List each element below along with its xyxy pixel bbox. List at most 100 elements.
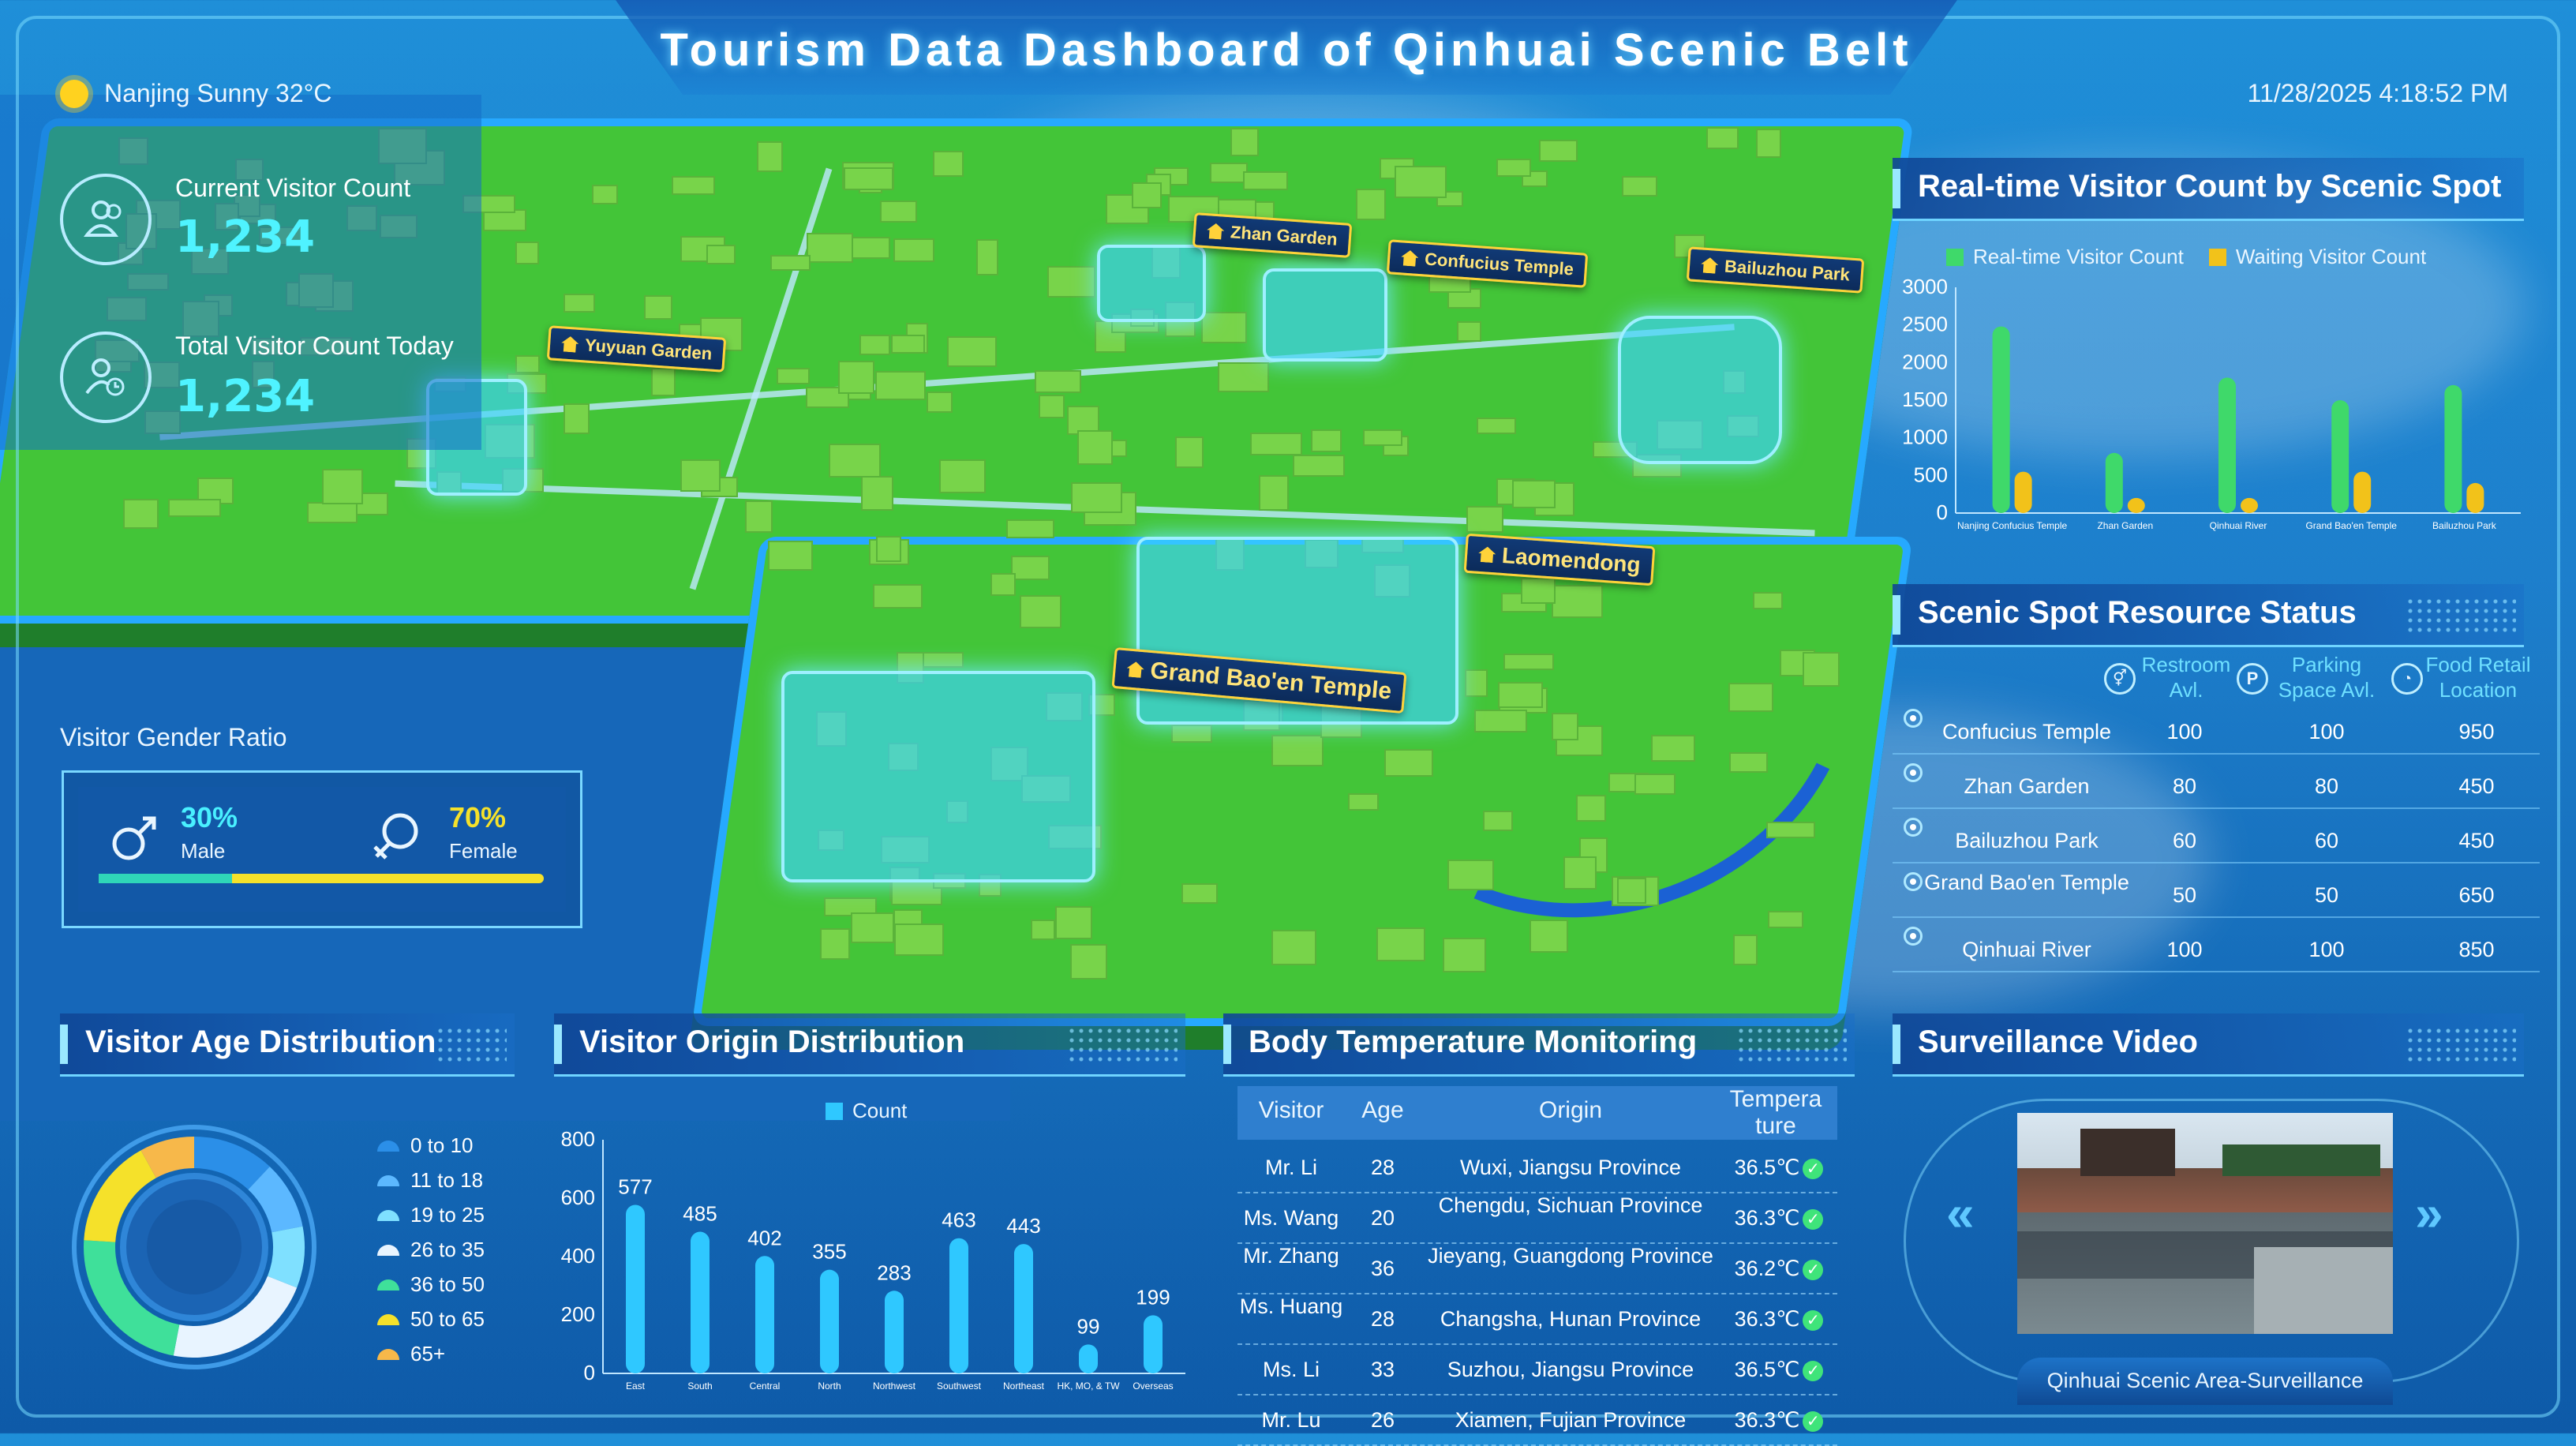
- pin-icon: [1207, 223, 1225, 239]
- gender-inner: 30% Male 70% Female: [78, 787, 566, 912]
- resource-restroom: 60: [2172, 829, 2197, 852]
- temp-col-age: Age: [1361, 1097, 1404, 1123]
- building: [850, 912, 894, 943]
- gender-title: Visitor Gender Ratio: [60, 723, 287, 751]
- building: [515, 242, 540, 265]
- building: [745, 500, 773, 534]
- age-legend-label: 19 to 25: [410, 1203, 485, 1227]
- temp-value: 36.5℃: [1734, 1358, 1800, 1381]
- building: [1752, 592, 1784, 609]
- origin-header: Visitor Origin Distribution: [554, 1013, 1185, 1077]
- temp-value: 36.3℃: [1734, 1307, 1800, 1331]
- resource-parking: 50: [2314, 883, 2339, 907]
- building: [1201, 311, 1248, 344]
- y-tick-label: 500: [1914, 463, 1948, 486]
- legend-swatch: [377, 1313, 399, 1325]
- bar-count: [1079, 1344, 1098, 1373]
- canal-wall: [2254, 1247, 2393, 1334]
- header-accent: [1223, 1025, 1231, 1064]
- origin-title: Visitor Origin Distribution: [579, 1025, 965, 1059]
- age-legend-item: 26 to 35: [377, 1238, 485, 1262]
- building: [564, 403, 590, 434]
- resource-parking: 80: [2314, 774, 2339, 798]
- building: [1218, 362, 1269, 392]
- header-accent: [1893, 1025, 1900, 1064]
- x-tick-label: North: [818, 1380, 841, 1392]
- check-icon: ✓: [1803, 1360, 1824, 1381]
- building: [1473, 709, 1528, 733]
- building: [1005, 519, 1055, 539]
- bailuzhou-area[interactable]: [1618, 316, 1782, 464]
- title-bar: [616, 0, 1957, 95]
- baoen-area[interactable]: [781, 671, 1095, 882]
- next-video-icon[interactable]: »: [2415, 1185, 2443, 1242]
- building: [1170, 724, 1213, 744]
- confucius-area[interactable]: [1263, 268, 1387, 362]
- temp-visitor-origin: Chengdu, Sichuan Province: [1438, 1193, 1703, 1217]
- resource-food: 850: [2458, 938, 2495, 961]
- building: [806, 232, 853, 263]
- building: [820, 927, 851, 960]
- legend-count-label: Count: [852, 1099, 908, 1122]
- building: [1466, 506, 1503, 534]
- legend-waiting-label: Waiting Visitor Count: [2235, 245, 2427, 268]
- col-food: Food Retail Location: [2425, 653, 2531, 702]
- building: [1465, 669, 1488, 698]
- building: [1069, 943, 1107, 980]
- building: [860, 476, 894, 511]
- temp-visitor-origin: Changsha, Hunan Province: [1440, 1307, 1702, 1331]
- temp-col-visitor: Visitor: [1258, 1097, 1324, 1123]
- bar-count: [949, 1238, 968, 1373]
- zhan-area[interactable]: [1097, 245, 1206, 322]
- x-tick-label: Overseas: [1133, 1380, 1173, 1392]
- building: [1765, 821, 1815, 838]
- building: [1039, 395, 1065, 419]
- today-visitor-stat: [60, 332, 152, 423]
- building: [1035, 370, 1081, 394]
- bar-count: [755, 1256, 774, 1373]
- y-tick-label: 0: [584, 1361, 595, 1384]
- current-visitor-stat: [60, 174, 152, 265]
- bar-value-label: 355: [812, 1240, 846, 1264]
- building: [1071, 482, 1122, 513]
- building: [1497, 682, 1544, 708]
- female-percent: 70%: [449, 801, 507, 834]
- x-tick-label: Northeast: [1003, 1380, 1045, 1392]
- check-icon: ✓: [1803, 1259, 1824, 1280]
- y-tick-label: 600: [561, 1186, 595, 1209]
- building: [933, 151, 964, 177]
- prev-video-icon[interactable]: «: [1946, 1185, 1975, 1242]
- bar-waiting-visitor-count: [2127, 497, 2145, 513]
- x-tick-label: Qinhuai River: [2210, 520, 2267, 531]
- building: [879, 200, 918, 223]
- building: [1383, 749, 1434, 777]
- donut-slice: [194, 1137, 270, 1190]
- resource-spot-name: Zhan Garden: [1964, 774, 2090, 798]
- building: [1616, 877, 1646, 904]
- resource-food: 650: [2458, 883, 2495, 907]
- building: [1496, 159, 1532, 178]
- donut-slice: [267, 1226, 305, 1288]
- temp-visitor-age: 28: [1370, 1307, 1395, 1331]
- legend-swatch-count: [826, 1102, 843, 1120]
- row-marker-icon: [1904, 763, 1923, 782]
- resource-spot-name: Bailuzhou Park: [1955, 829, 2099, 852]
- building: [671, 175, 716, 196]
- building: [1347, 793, 1379, 811]
- building: [1529, 920, 1569, 953]
- surveillance-video-feed[interactable]: [2017, 1113, 2393, 1334]
- temp-value: 36.3℃: [1734, 1206, 1800, 1230]
